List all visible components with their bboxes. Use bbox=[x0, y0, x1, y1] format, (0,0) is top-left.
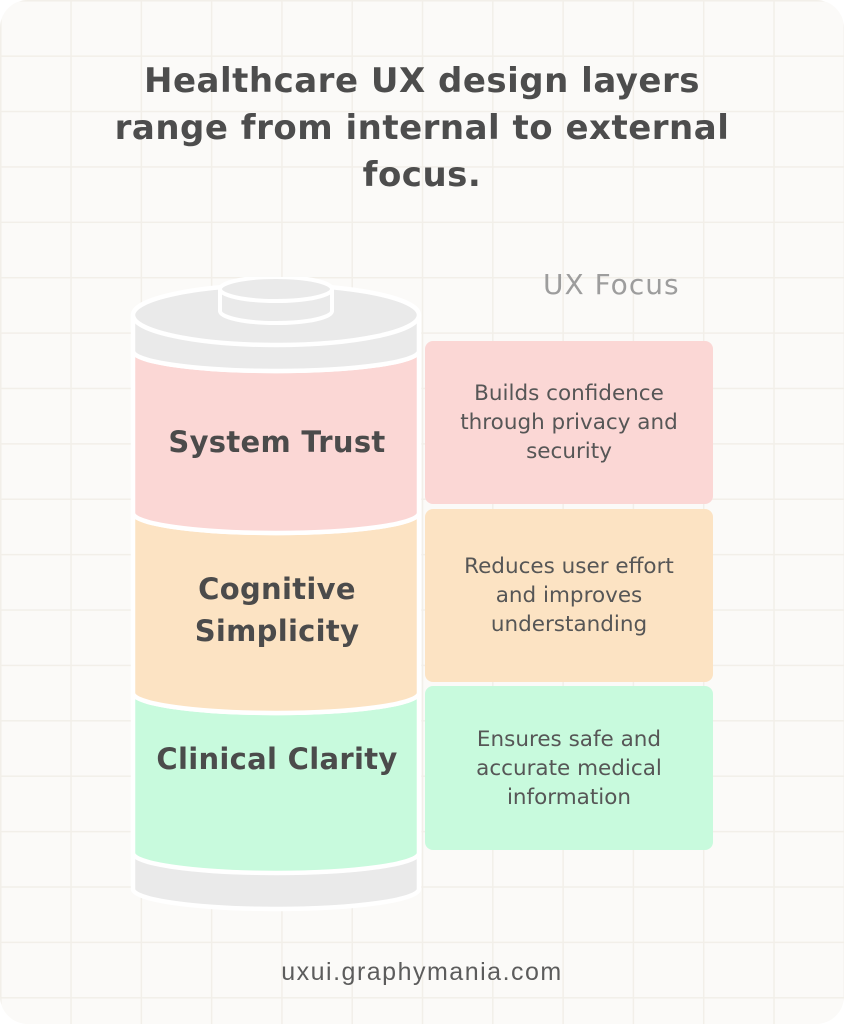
layer-label-system-trust: System Trust bbox=[168, 425, 386, 459]
title-line-3: focus. bbox=[362, 155, 482, 195]
footer-website: uxui.graphymania.com bbox=[281, 958, 563, 986]
column-header-ux-focus: UX Focus bbox=[543, 268, 680, 301]
battery-segment-clinical-clarity bbox=[130, 690, 422, 876]
description-text-cognitive-simplicity: Reduces user effort and improves underst… bbox=[464, 554, 674, 637]
layer-label-cognitive-simplicity: Cognitive Simplicity bbox=[194, 572, 360, 648]
battery-terminal-top bbox=[218, 277, 334, 303]
layer-label-clinical-clarity: Clinical Clarity bbox=[156, 742, 398, 776]
battery-illustration bbox=[130, 277, 422, 912]
description-card-cognitive-simplicity: Reduces user effort and improves underst… bbox=[425, 509, 713, 682]
title-line-2: range from internal to external bbox=[114, 108, 730, 148]
description-text-system-trust: Builds confidence through privacy and se… bbox=[460, 381, 678, 464]
description-card-system-trust: Builds confidence through privacy and se… bbox=[425, 341, 713, 504]
description-text-clinical-clarity: Ensures safe and accurate medical inform… bbox=[476, 726, 662, 810]
page-title: Healthcare UX design layers range from i… bbox=[0, 58, 844, 199]
title-line-1: Healthcare UX design layers bbox=[144, 61, 700, 101]
description-card-clinical-clarity: Ensures safe and accurate medical inform… bbox=[425, 686, 713, 850]
